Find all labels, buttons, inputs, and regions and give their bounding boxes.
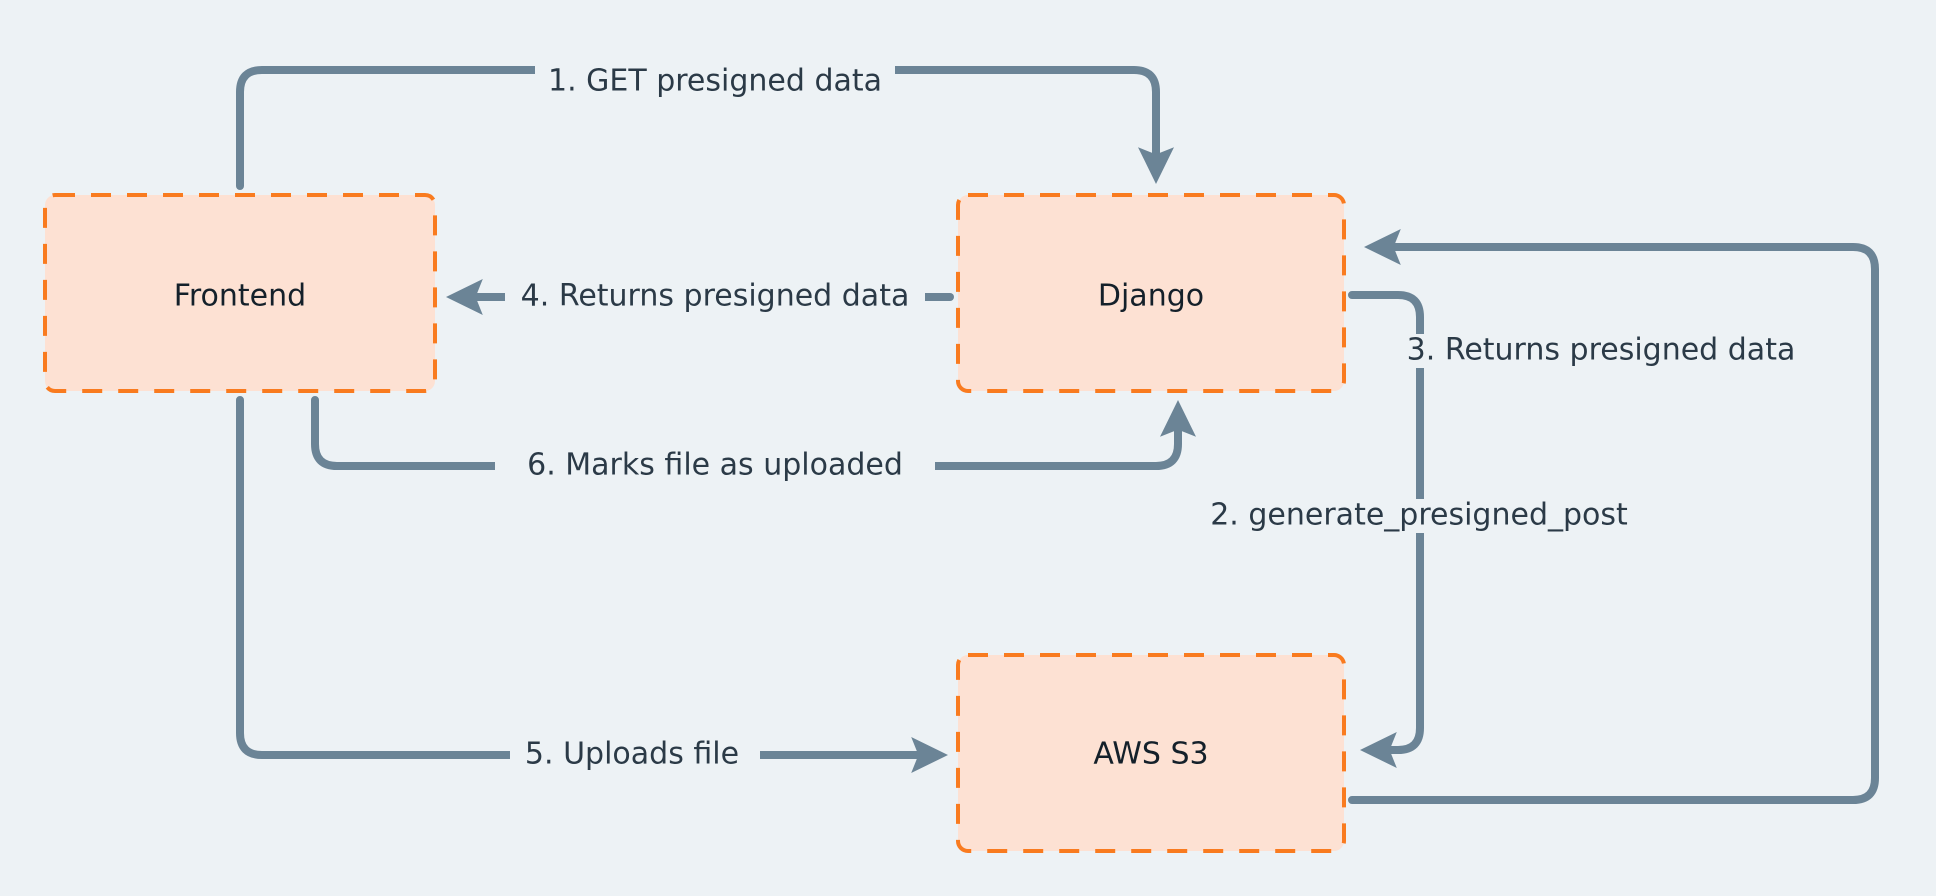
node-frontend-label: Frontend (174, 279, 306, 314)
node-aws-s3[interactable]: AWS S3 (956, 653, 1346, 853)
edge-2-generate-presigned-post: 2. generate_presigned_post (1203, 291, 1635, 768)
edge-4-label: 4. Returns presigned data (521, 279, 910, 314)
node-frontend[interactable]: Frontend (43, 193, 437, 393)
node-aws-s3-label: AWS S3 (1093, 737, 1208, 772)
edge-2-label-backdrop (1203, 499, 1635, 533)
edge-4-label-backdrop (505, 281, 925, 311)
edge-3-label: 3. Returns presigned data (1407, 333, 1796, 368)
node-aws-s3-box[interactable] (956, 653, 1346, 853)
node-django[interactable]: Django (956, 193, 1346, 393)
node-frontend-box[interactable] (43, 193, 437, 393)
node-django-label: Django (1098, 279, 1204, 314)
edge-2-label: 2. generate_presigned_post (1210, 498, 1628, 533)
edge-1-label: 1. GET presigned data (548, 64, 882, 99)
edge-6-label-backdrop (495, 450, 935, 482)
edge-3-returns-presigned-data: 3. Returns presigned data (1348, 229, 1879, 804)
edge-1-label-backdrop (535, 58, 895, 86)
edge-1-get-presigned-data: 1. GET presigned data (236, 58, 1174, 190)
edge-3-line (1348, 229, 1879, 804)
edge-5-line (236, 396, 949, 773)
edge-6-label: 6. Marks file as uploaded (527, 448, 903, 483)
edge-3-label-backdrop (1390, 334, 1814, 368)
edge-5-uploads-file: 5. Uploads file (236, 396, 949, 773)
node-django-box[interactable] (956, 193, 1346, 393)
edge-5-label-backdrop (510, 739, 760, 771)
edge-6-marks-file-as-uploaded: 6. Marks file as uploaded (311, 396, 1196, 483)
edge-4-returns-presigned-data: 4. Returns presigned data (445, 279, 954, 315)
edge-5-label: 5. Uploads file (525, 737, 739, 772)
